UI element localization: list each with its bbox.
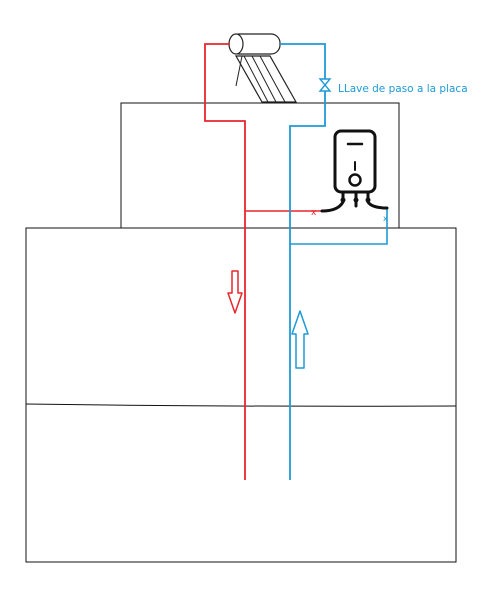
- up-arrow-icon: [291, 310, 309, 369]
- cold-water-branch-to-heater: [290, 208, 388, 245]
- water-heater-icon: [320, 129, 389, 213]
- solar-water-heater-icon: [228, 33, 298, 103]
- hot-water-pipe: [204, 43, 246, 480]
- valve-label: LLave de paso a la placa: [338, 83, 468, 95]
- valve-icon: [318, 78, 332, 92]
- lower-floor-outline: [25, 227, 457, 563]
- down-arrow-icon: [227, 270, 243, 314]
- cold-water-pipe: [280, 43, 326, 480]
- hot-branch-valve-mark: x: [311, 208, 317, 218]
- floor-divider-line: [25, 403, 457, 407]
- cold-branch-valve-mark: x: [383, 214, 388, 223]
